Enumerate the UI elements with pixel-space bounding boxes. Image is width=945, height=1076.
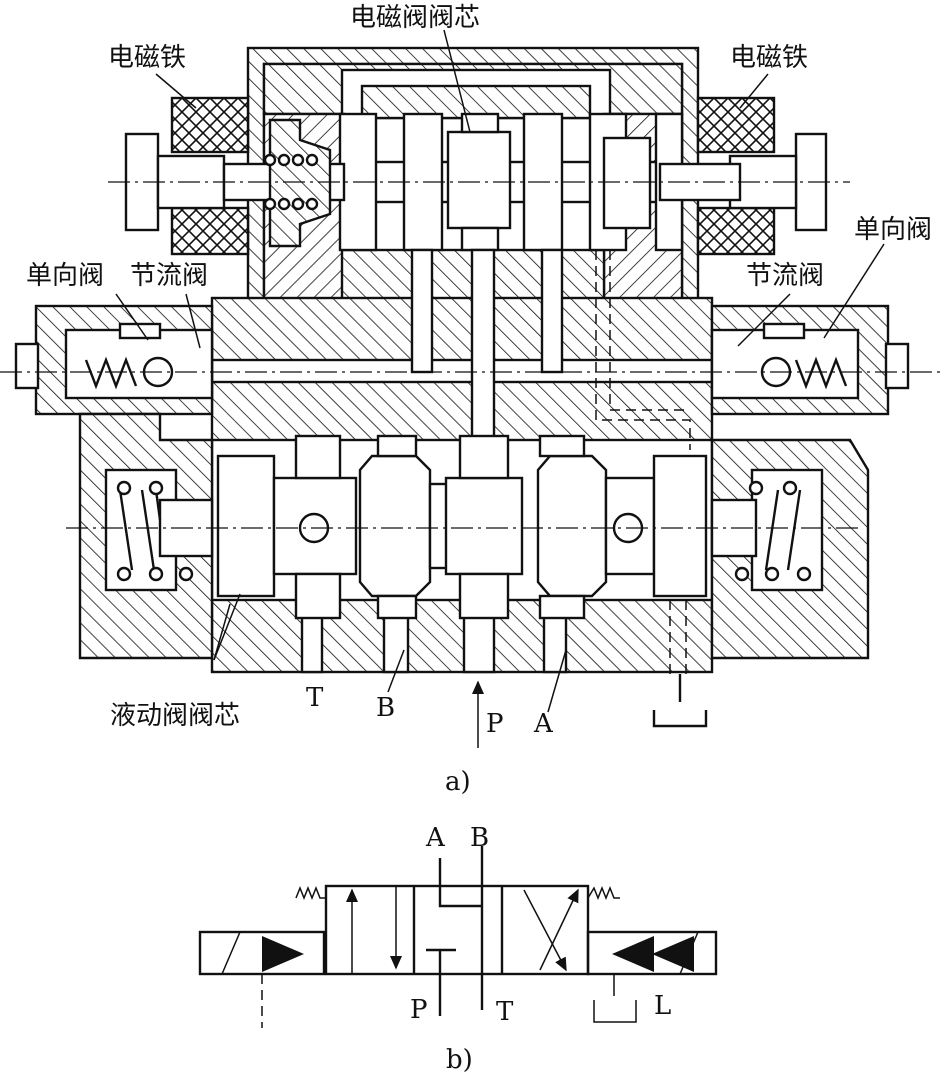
label-check-valve-left: 单向阀	[26, 261, 104, 291]
end-cap-left	[14, 304, 214, 660]
symbol-port-t: T	[496, 997, 514, 1027]
symbol-port-p: P	[410, 995, 428, 1025]
main-spool	[216, 434, 708, 620]
label-throttle-right: 节流阀	[746, 261, 824, 291]
figure-b: A B P T L b)	[198, 823, 718, 1075]
spring-right-main-icon	[734, 480, 812, 582]
symbol-port-l: L	[654, 991, 671, 1021]
drain-symbol-b-icon	[593, 974, 637, 1023]
spring-left-pilot-icon	[263, 153, 319, 211]
caption-b: b)	[446, 1045, 473, 1075]
label-check-valve-right: 单向阀	[854, 215, 932, 245]
spring-symbol-right-icon	[587, 885, 620, 901]
label-main-spool: 液动阀阀芯	[110, 701, 240, 731]
symbol-port-a: A	[425, 823, 446, 853]
label-port-t: T	[306, 683, 324, 713]
solenoid-left	[124, 96, 346, 256]
label-pilot-spool: 电磁阀阀芯	[350, 3, 480, 33]
label-port-a: A	[533, 709, 554, 739]
figure-a: 电磁阀阀芯 电磁铁 电磁铁 单向阀 单向阀 节流阀 节流阀 液动阀阀芯 T B …	[0, 3, 940, 797]
pilot-triangle-left-icon	[262, 936, 304, 972]
spring-symbol-left-icon	[295, 885, 326, 901]
drain-symbol-icon	[652, 674, 708, 728]
label-port-b: B	[376, 693, 395, 723]
label-port-p: P	[486, 709, 504, 739]
pilot-triangle-right-icon	[612, 936, 654, 972]
label-throttle-left: 节流阀	[130, 261, 208, 291]
label-solenoid-right: 电磁铁	[730, 43, 808, 73]
leader-lines	[115, 29, 885, 748]
label-solenoid-left: 电磁铁	[108, 43, 186, 73]
spring-left-main-icon	[116, 480, 194, 582]
symbol-port-b: B	[470, 823, 489, 853]
caption-a: a)	[445, 767, 471, 797]
end-cap-right	[710, 304, 910, 660]
